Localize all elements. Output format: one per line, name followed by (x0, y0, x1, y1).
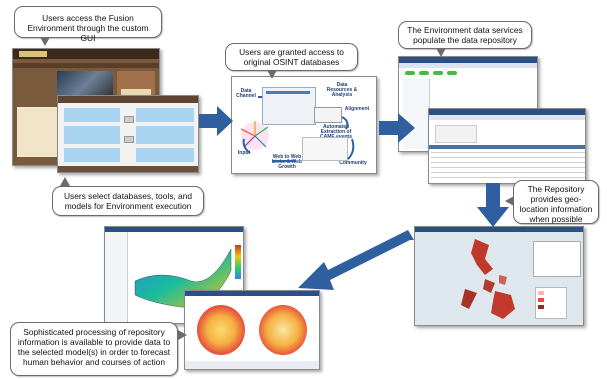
heatmap-disc-right (259, 305, 307, 355)
diagram-label-data-channel: Data Channel (236, 88, 256, 99)
diagram-label-input: Input (237, 150, 251, 156)
form-footer-bar (58, 166, 198, 172)
heatmap-titlebar (185, 291, 319, 296)
callout-gui-tail (40, 37, 50, 46)
callout-select-models: Users select databases, tools, and model… (52, 186, 204, 216)
form-list-box-6 (136, 148, 194, 162)
services-green-button-4 (447, 71, 457, 75)
table-row (431, 157, 585, 158)
diagram-label-community: Community (339, 160, 367, 166)
gui-text-column (17, 107, 57, 157)
diagram-label-data-resources: Data Resources & Analysis (326, 82, 358, 98)
arrow-right-2 (379, 113, 415, 143)
form-list-box-5 (136, 126, 194, 144)
callout-repository-tail (436, 48, 446, 57)
form-move-button-1 (124, 116, 134, 123)
callout-processing-forecast: Sophisticated processing of repository i… (10, 322, 178, 376)
form-list-box-3 (64, 148, 120, 162)
data-services-screenshot-front (428, 108, 586, 184)
callout-select-tail (60, 177, 70, 186)
map-titlebar (415, 227, 583, 232)
map-islands (461, 239, 515, 319)
form-move-button-2 (124, 136, 134, 143)
gui-header-bar (13, 49, 159, 59)
table-row (431, 172, 585, 173)
arrow-diag-processing (298, 230, 414, 290)
gui-side-button (121, 89, 151, 95)
map-legend-panel (533, 241, 581, 277)
services-titlebar (399, 57, 537, 63)
select-models-screenshot (57, 95, 199, 173)
surface-colorbar (235, 245, 241, 279)
callout-databases-text: Users are granted access to original OSI… (239, 47, 344, 67)
map-legend-swatch (538, 291, 544, 295)
diagram-network-thumb (302, 137, 348, 161)
callout-geo-text: The Repository provides geo-location inf… (519, 184, 593, 224)
callout-geo-tail (505, 196, 514, 206)
table-menubar (429, 115, 585, 120)
services-green-button-2 (419, 71, 429, 75)
callout-processing-text: Sophisticated processing of repository i… (17, 327, 171, 367)
processing-heatmap-screenshot (184, 290, 320, 370)
callout-data-repository: The Environment data services populate t… (398, 21, 532, 49)
callout-osint-databases: Users are granted access to original OSI… (225, 43, 358, 71)
arrow-down-geo (477, 183, 509, 227)
table-row (431, 152, 585, 153)
services-green-button-1 (405, 71, 415, 75)
services-tree-pane (403, 79, 430, 149)
callout-gui-text: Users access the Fusion Environment thro… (27, 13, 149, 43)
geo-map-screenshot (414, 226, 584, 326)
gui-logo (19, 51, 47, 57)
form-list-box-4 (136, 108, 194, 122)
table-row (431, 177, 585, 178)
arrow-right-1 (199, 106, 233, 136)
table-row (431, 167, 585, 168)
table-header-row (429, 145, 585, 149)
diagram-flow-arrows (242, 96, 355, 162)
callout-databases-tail (267, 70, 277, 79)
diagram-window-thumb (314, 107, 342, 123)
table-row (431, 162, 585, 163)
gui-nav-bar (13, 63, 159, 68)
diagram-radial-graph (240, 121, 269, 150)
map-legend-swatch (538, 305, 544, 309)
diagram-doc-line (266, 91, 310, 94)
callout-geo-location: The Repository provides geo-location inf… (513, 180, 599, 224)
form-header-bar (58, 96, 198, 103)
callout-gui-access: Users access the Fusion Environment thro… (14, 6, 162, 43)
services-menubar (399, 63, 537, 68)
surface-titlebar (105, 227, 243, 232)
heatmap-statusbar (185, 361, 319, 369)
form-list-box-2 (64, 126, 120, 144)
map-legend-swatch (538, 298, 544, 302)
surface-toolbox-pane (105, 232, 128, 323)
form-list-box-1 (64, 108, 120, 122)
callout-select-text: Users select databases, tools, and model… (63, 191, 193, 211)
callout-repository-text: The Environment data services populate t… (407, 25, 523, 45)
diagram-label-alignment: Alignment (344, 106, 370, 112)
heatmap-disc-left (197, 305, 245, 355)
table-titlebar (429, 109, 585, 115)
table-filter-box (435, 125, 477, 143)
callout-processing-tail (178, 330, 187, 340)
osint-process-diagram: Data Channel Data Resources & Analysis A… (231, 76, 377, 174)
services-green-button-3 (433, 71, 443, 75)
map-scale-legend (535, 287, 567, 319)
